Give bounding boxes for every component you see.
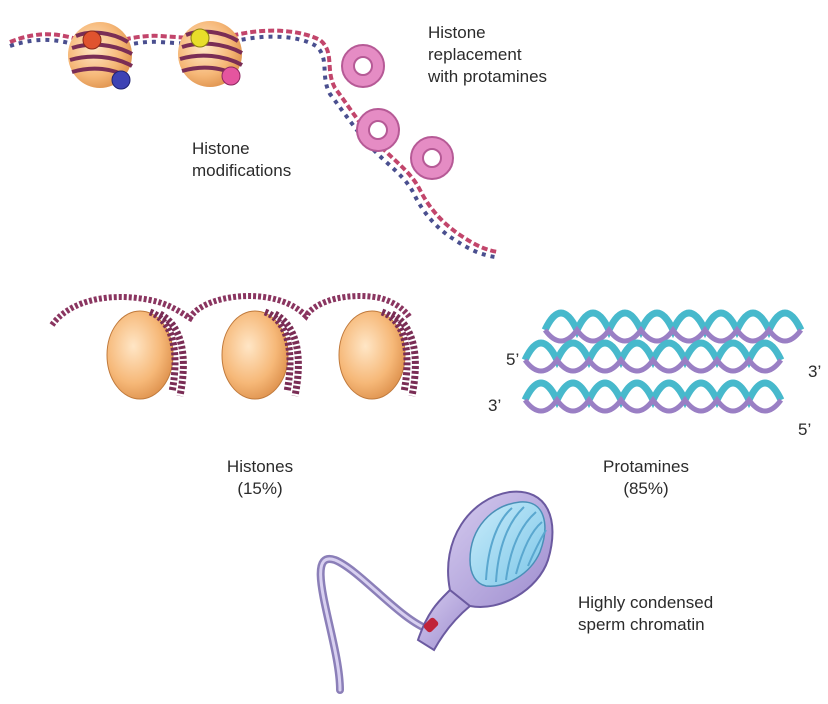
sperm-cell (321, 492, 553, 690)
label-line: (85%) (586, 478, 706, 500)
histone-nucleosome (107, 311, 183, 399)
strand-end-left-bottom: 3’ (488, 396, 501, 416)
protamine-ring (342, 45, 384, 87)
label-histones: Histones (15%) (205, 456, 315, 500)
histone-mark-yellow (191, 29, 209, 47)
label-line: Highly condensed (578, 592, 713, 614)
label-line: Histone (192, 138, 291, 160)
protamine-ring (411, 137, 453, 179)
protamine-ring (357, 109, 399, 151)
label-line: modifications (192, 160, 291, 182)
label-line: with protamines (428, 66, 547, 88)
label-histone-replacement: Histone replacement with protamines (428, 22, 547, 88)
strand-end-right-top: 3’ (808, 362, 821, 382)
label-line: Histone (428, 22, 547, 44)
protamine-helix (525, 343, 781, 371)
label-line: Histones (205, 456, 315, 478)
label-protamines: Protamines (85%) (586, 456, 706, 500)
label-sperm-chromatin: Highly condensed sperm chromatin (578, 592, 713, 636)
strand-end-left-top: 5’ (506, 350, 519, 370)
protamine-helices (525, 313, 801, 411)
label-histone-modifications: Histone modifications (192, 138, 291, 182)
label-line: Protamines (586, 456, 706, 478)
histone-chromatin (52, 296, 415, 399)
modified-nucleosome-1 (68, 22, 132, 89)
protamine-helix (525, 383, 781, 411)
histone-mark-blue (112, 71, 130, 89)
label-line: replacement (428, 44, 547, 66)
histone-nucleosome (222, 311, 298, 399)
label-line: sperm chromatin (578, 614, 713, 636)
modified-nucleosome-2 (178, 21, 242, 87)
strand-end-right-bottom: 5’ (798, 420, 811, 440)
histone-mark-red (83, 31, 101, 49)
histone-nucleosome (339, 311, 415, 399)
histone-mark-pink (222, 67, 240, 85)
protamine-helix (545, 313, 801, 341)
label-line: (15%) (205, 478, 315, 500)
